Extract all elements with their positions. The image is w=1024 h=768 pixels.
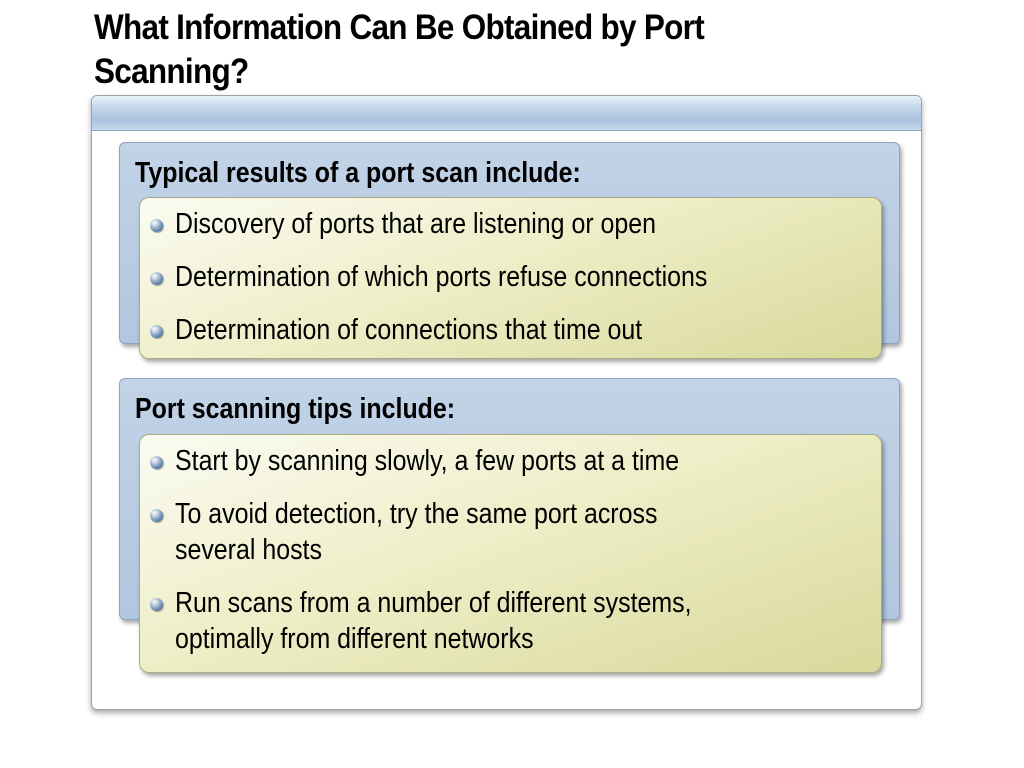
bullet-text: Run scans from a number of different sys… bbox=[175, 587, 692, 655]
bullet-orb-icon bbox=[150, 272, 163, 285]
section-heading: Typical results of a port scan include: bbox=[135, 157, 581, 189]
bullet-orb-icon bbox=[150, 598, 163, 611]
bullet-text: To avoid detection, try the same port ac… bbox=[175, 498, 658, 566]
slide-title: What Information Can Be Obtained by Port… bbox=[94, 8, 705, 91]
bullet-box-scanning-tips: Start by scanning slowly, a few ports at… bbox=[139, 434, 882, 673]
bullet-box-typical-results: Discovery of ports that are listening or… bbox=[139, 197, 882, 359]
list-item: Determination of which ports refuse conn… bbox=[150, 259, 881, 295]
bullet-text: Start by scanning slowly, a few ports at… bbox=[175, 445, 680, 477]
list-item: Discovery of ports that are listening or… bbox=[150, 206, 881, 242]
frame-header-bar bbox=[92, 96, 921, 131]
bullet-orb-icon bbox=[150, 325, 163, 338]
list-item: Determination of connections that time o… bbox=[150, 312, 881, 348]
bullet-list: Discovery of ports that are listening or… bbox=[150, 206, 881, 365]
bullet-text: Determination of connections that time o… bbox=[175, 314, 643, 346]
bullet-list: Start by scanning slowly, a few ports at… bbox=[150, 443, 881, 674]
bullet-orb-icon bbox=[150, 509, 163, 522]
list-item: To avoid detection, try the same port ac… bbox=[150, 496, 881, 568]
list-item: Start by scanning slowly, a few ports at… bbox=[150, 443, 881, 479]
bullet-text: Discovery of ports that are listening or… bbox=[175, 208, 657, 240]
bullet-orb-icon bbox=[150, 456, 163, 469]
section-heading: Port scanning tips include: bbox=[135, 393, 456, 425]
bullet-text: Determination of which ports refuse conn… bbox=[175, 261, 708, 293]
bullet-orb-icon bbox=[150, 219, 163, 232]
list-item: Run scans from a number of different sys… bbox=[150, 585, 881, 657]
